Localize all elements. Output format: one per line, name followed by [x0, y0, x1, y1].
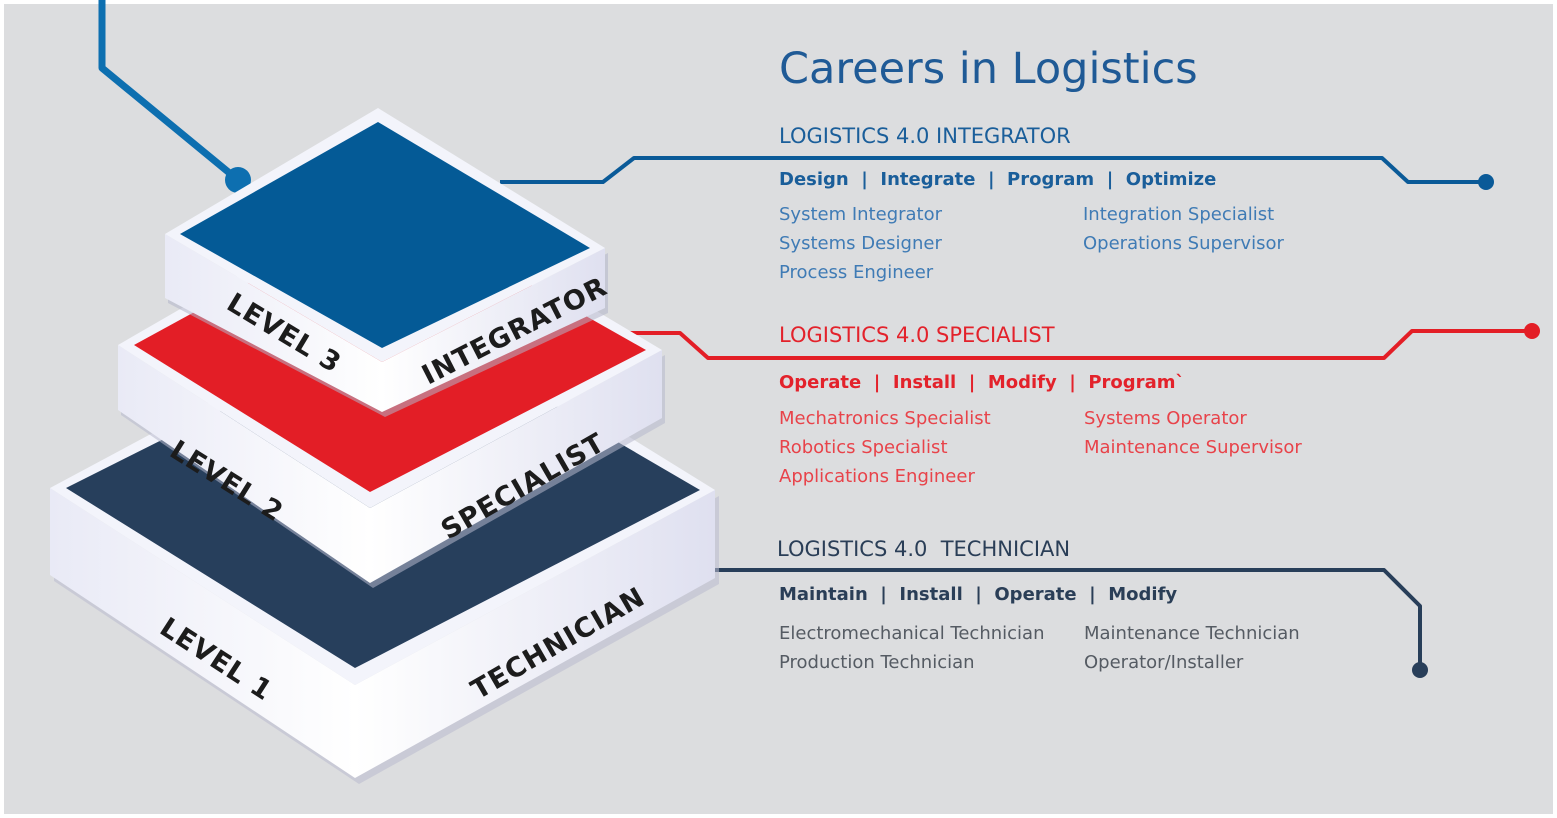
technician-skills: Maintain | Install | Operate | Modify [779, 584, 1178, 605]
job-item: Systems Designer [779, 233, 942, 254]
specialist-heading: LOGISTICS 4.0 SPECIALIST [779, 323, 1055, 347]
technician-end-dot [1412, 662, 1428, 678]
technician-jobs-left: Electromechanical Technician Production … [779, 619, 1044, 677]
job-item: Applications Engineer [779, 466, 975, 487]
job-item: Maintenance Technician [1084, 623, 1300, 644]
specialist-skills: Operate | Install | Modify | Program` [779, 372, 1185, 393]
job-item: Systems Operator [1084, 408, 1247, 429]
specialist-jobs-left: Mechatronics Specialist Robotics Special… [779, 404, 991, 491]
integrator-connector [98, 0, 1494, 193]
technician-jobs-right: Maintenance Technician Operator/Installe… [1084, 619, 1300, 677]
job-item: Maintenance Supervisor [1084, 437, 1302, 458]
specialist-connector [600, 323, 1540, 360]
integrator-end-dot [1478, 174, 1494, 190]
job-item: Mechatronics Specialist [779, 408, 991, 429]
technician-connector [712, 568, 1428, 678]
integrator-jobs-left: System Integrator Systems Designer Proce… [779, 200, 942, 287]
job-item: Integration Specialist [1083, 204, 1275, 225]
page-title: Careers in Logistics [779, 44, 1198, 94]
job-item: Operator/Installer [1084, 652, 1244, 673]
specialist-jobs-right: Systems Operator Maintenance Supervisor [1084, 404, 1302, 462]
integrator-jobs-right: Integration Specialist Operations Superv… [1083, 200, 1284, 258]
specialist-end-dot [1524, 323, 1540, 339]
integrator-node-dot [225, 167, 251, 193]
integrator-heading: LOGISTICS 4.0 INTEGRATOR [779, 124, 1071, 148]
job-item: Electromechanical Technician [779, 623, 1045, 644]
job-item: Production Technician [779, 652, 975, 673]
integrator-skills: Design | Integrate | Program | Optimize [779, 169, 1217, 190]
job-item: Robotics Specialist [779, 437, 948, 458]
job-item: System Integrator [779, 204, 943, 225]
job-item: Process Engineer [779, 262, 934, 283]
technician-heading: LOGISTICS 4.0 TECHNICIAN [777, 537, 1071, 561]
job-item: Operations Supervisor [1083, 233, 1284, 254]
